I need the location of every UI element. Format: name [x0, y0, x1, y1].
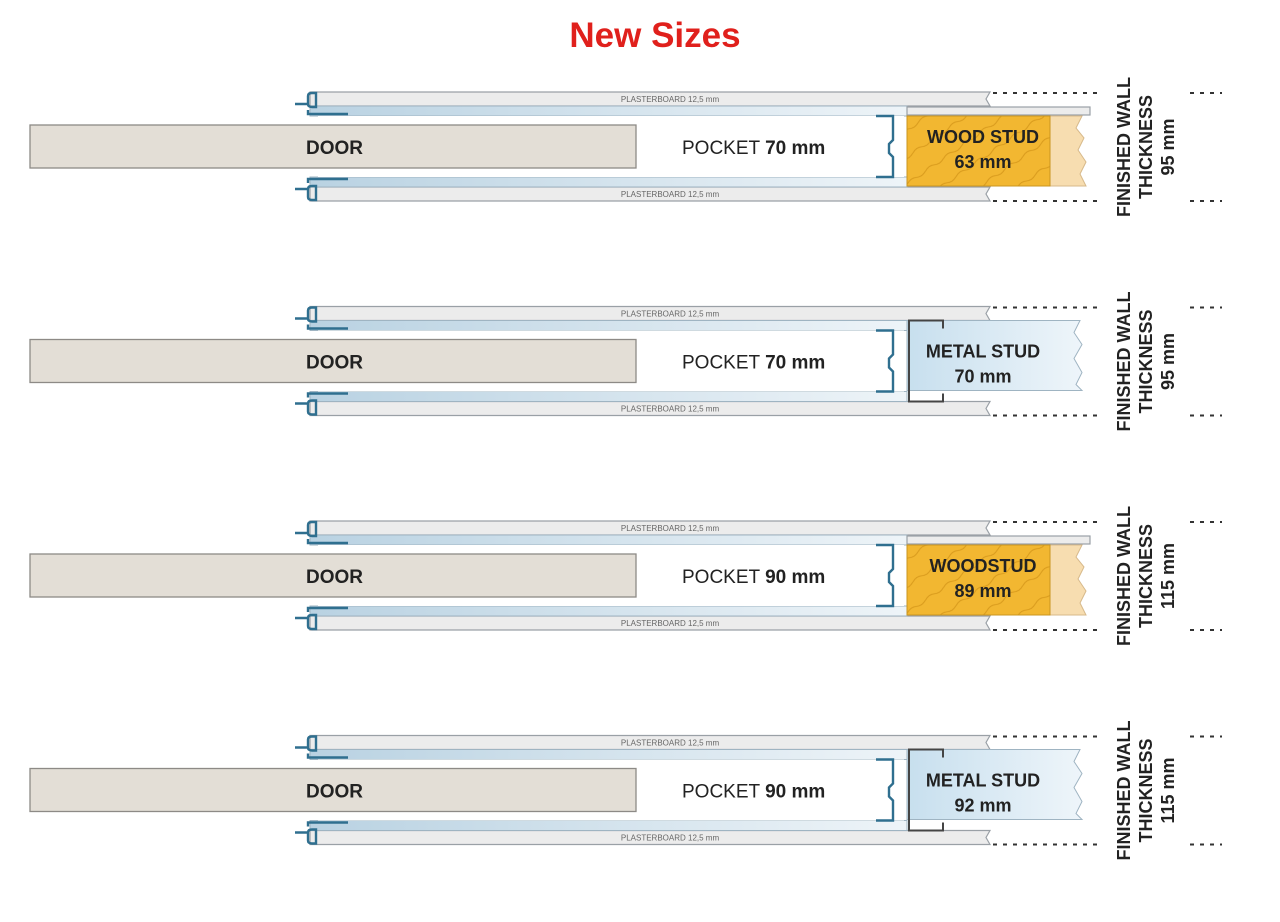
pocket-label-text: POCKET [682, 353, 765, 374]
pocket-label-text: POCKET [682, 782, 765, 803]
thickness-line1: FINISHED WALL [1114, 292, 1134, 432]
thickness-line1: FINISHED WALL [1114, 721, 1134, 861]
thickness-line2: THICKNESS [1136, 738, 1156, 842]
page-title: New Sizes [569, 16, 741, 55]
plasterboard-top [309, 734, 992, 751]
thickness-line1: FINISHED WALL [1114, 77, 1134, 217]
wall-panel: PLASTERBOARD 12,5 mm PLASTERBOARD 12,5 mm… [29, 292, 1222, 432]
door-label: DOOR [306, 782, 363, 803]
plasterboard-top-label: PLASTERBOARD 12,5 mm [621, 739, 720, 748]
plasterboard-top-label: PLASTERBOARD 12,5 mm [621, 310, 720, 319]
plasterboard-bottom-label: PLASTERBOARD 12,5 mm [621, 619, 720, 628]
wood-stud-end [1049, 115, 1087, 187]
thickness-line2: THICKNESS [1136, 95, 1156, 199]
door-guide-bottom [295, 606, 348, 631]
metal-stud [906, 320, 1084, 391]
pocket-label-text: POCKET [682, 567, 765, 588]
plasterboard-top [309, 305, 992, 322]
thickness-value: 115 mm [1158, 543, 1178, 609]
pocket-end-bracket [876, 329, 895, 393]
door-panel [29, 767, 637, 813]
door-panel [29, 338, 637, 384]
thickness-value: 115 mm [1158, 757, 1178, 823]
thickness-value: 95 mm [1158, 333, 1178, 390]
metal-stud-profile [908, 748, 944, 832]
pocket-size: 90 mm [765, 782, 825, 803]
pocket-channel-bottom [309, 605, 908, 617]
plasterboard-bottom-label: PLASTERBOARD 12,5 mm [621, 190, 720, 199]
door-guide-bottom [295, 177, 348, 202]
door-guide-top [295, 735, 348, 759]
plasterboard-bottom-label: PLASTERBOARD 12,5 mm [621, 834, 720, 843]
door-label: DOOR [306, 138, 363, 159]
wall-panel: PLASTERBOARD 12,5 mm PLASTERBOARD 12,5 mm… [29, 721, 1222, 861]
stud-label: WOOD STUD [927, 127, 1039, 147]
pocket-label: POCKET 70 mm [682, 353, 825, 374]
pocket-size: 70 mm [765, 353, 825, 374]
pocket-channel-top [309, 749, 908, 760]
plasterboard-bottom-label: PLASTERBOARD 12,5 mm [621, 405, 720, 414]
pocket-end-bracket [876, 543, 895, 608]
plasterboard-top-label: PLASTERBOARD 12,5 mm [621, 95, 720, 104]
thickness-value: 95 mm [1158, 118, 1178, 175]
stud-size: 89 mm [954, 581, 1011, 601]
stud-label: METAL STUD [926, 771, 1040, 791]
pocket-channel-bottom [309, 391, 908, 402]
pocket-end-bracket [876, 758, 895, 822]
door-guide-top [295, 306, 348, 330]
pocket-label: POCKET 90 mm [682, 782, 825, 803]
stud-size: 70 mm [954, 367, 1011, 387]
door-guide-bottom [295, 392, 348, 416]
thickness-line1: FINISHED WALL [1114, 506, 1134, 646]
thickness-line2: THICKNESS [1136, 309, 1156, 413]
door-guide-bottom [295, 821, 348, 845]
plasterboard-top [309, 91, 992, 107]
door-guide-top [295, 91, 348, 116]
door-panel [29, 124, 637, 169]
pocket-end-bracket [876, 114, 895, 179]
pocket-size: 90 mm [765, 567, 825, 588]
door-guide-top [295, 520, 348, 545]
stud-plasterboard [906, 106, 1091, 116]
pocket-label-text: POCKET [682, 138, 765, 159]
pocket-channel-bottom [309, 176, 908, 188]
door-panel [29, 553, 637, 598]
wood-stud [906, 544, 1051, 616]
stud-size: 63 mm [954, 152, 1011, 172]
metal-stud [906, 749, 1084, 820]
wall-panel: PLASTERBOARD 12,5 mm PLASTERBOARD 12,5 mm… [29, 77, 1222, 217]
pocket-label: POCKET 90 mm [682, 567, 825, 588]
plasterboard-top [309, 520, 992, 536]
pocket-label: POCKET 70 mm [682, 138, 825, 159]
thickness-line2: THICKNESS [1136, 524, 1156, 628]
pocket-channel-top [309, 534, 908, 546]
pocket-channel-top [309, 320, 908, 331]
stud-label: WOODSTUD [930, 556, 1037, 576]
pocket-channel-top [309, 105, 908, 117]
door-label: DOOR [306, 353, 363, 374]
stud-label: METAL STUD [926, 342, 1040, 362]
pocket-channel-bottom [309, 820, 908, 831]
stud-plasterboard [906, 535, 1091, 545]
wall-panel: PLASTERBOARD 12,5 mm PLASTERBOARD 12,5 mm… [29, 506, 1222, 646]
pocket-size: 70 mm [765, 138, 825, 159]
wood-stud [906, 115, 1051, 187]
metal-stud-profile [908, 319, 944, 403]
wood-stud-end [1049, 544, 1087, 616]
plasterboard-top-label: PLASTERBOARD 12,5 mm [621, 524, 720, 533]
door-label: DOOR [306, 567, 363, 588]
stud-size: 92 mm [954, 796, 1011, 816]
